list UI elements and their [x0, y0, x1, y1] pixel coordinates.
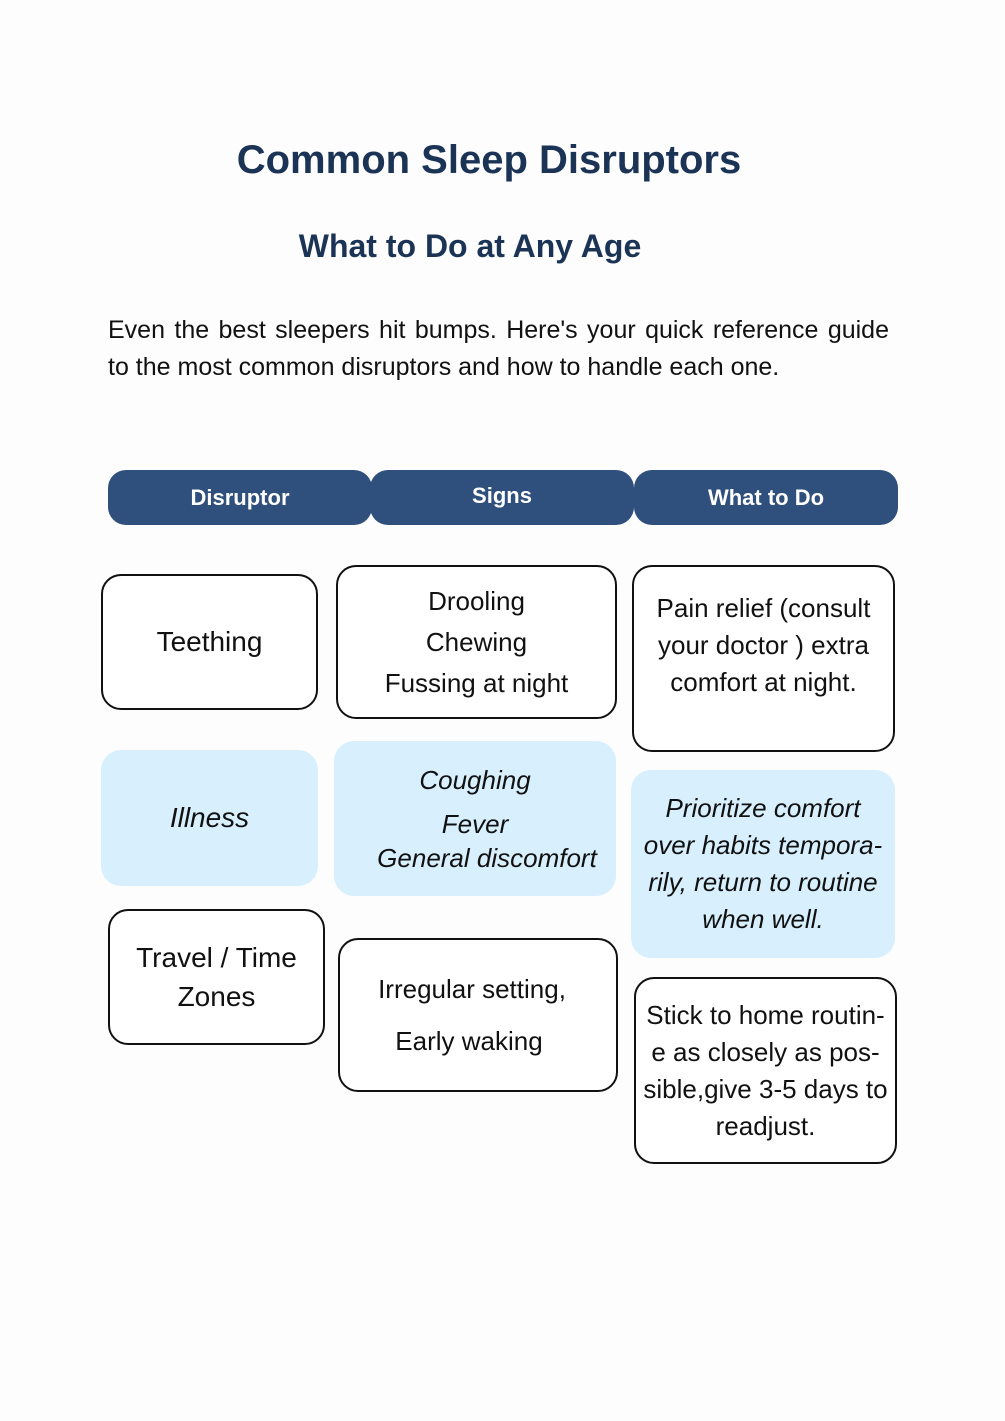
header-disruptor: Disruptor	[108, 470, 372, 525]
action-text: Prioritize comfort over habits tempora-r…	[643, 793, 883, 934]
header-what-to-do: What to Do	[634, 470, 898, 525]
intro-paragraph: Even the best sleepers hit bumps. Here's…	[108, 316, 889, 381]
sign-item: General discomfort	[377, 842, 597, 873]
disruptor-label: Travel / Time Zones	[136, 942, 297, 1012]
sign-item: Fussing at night	[384, 667, 569, 698]
header-signs: Signs	[370, 470, 634, 525]
sign-item: Fever	[441, 808, 509, 839]
page-title: Common Sleep Disruptors	[236, 138, 742, 182]
header-signs-label: Signs	[472, 482, 532, 508]
signs-cell-travel: Irregular setting, Early waking	[338, 938, 618, 1092]
sign-item: Drooling	[428, 585, 525, 616]
disruptor-label: Illness	[169, 802, 250, 833]
action-text: Stick to home routin-e as closely as pos…	[643, 999, 888, 1141]
disruptor-cell-teething: Teething	[101, 574, 318, 710]
signs-cell-teething: Drooling Chewing Fussing at night	[336, 565, 617, 719]
header-disruptor-label: Disruptor	[190, 484, 290, 510]
disruptor-label: Teething	[156, 626, 263, 657]
header-what-to-do-label: What to Do	[707, 484, 825, 510]
action-text: Pain relief (consult your doctor ) extra…	[656, 593, 871, 697]
action-cell-teething: Pain relief (consult your doctor ) extra…	[632, 565, 895, 752]
sign-item: Chewing	[425, 626, 528, 657]
page-subtitle: What to Do at Any Age	[298, 228, 642, 264]
disruptor-cell-illness: Illness	[101, 750, 318, 886]
action-cell-illness: Prioritize comfort over habits tempora-r…	[631, 770, 895, 958]
disruptor-cell-travel: Travel / Time Zones	[108, 909, 325, 1045]
sign-item: Irregular setting,	[378, 974, 566, 1004]
signs-cell-illness: Coughing Fever General discomfort	[334, 741, 616, 896]
sign-item: Early waking	[395, 1026, 543, 1056]
action-cell-travel: Stick to home routin-e as closely as pos…	[634, 977, 897, 1164]
sign-item: Coughing	[419, 764, 531, 795]
